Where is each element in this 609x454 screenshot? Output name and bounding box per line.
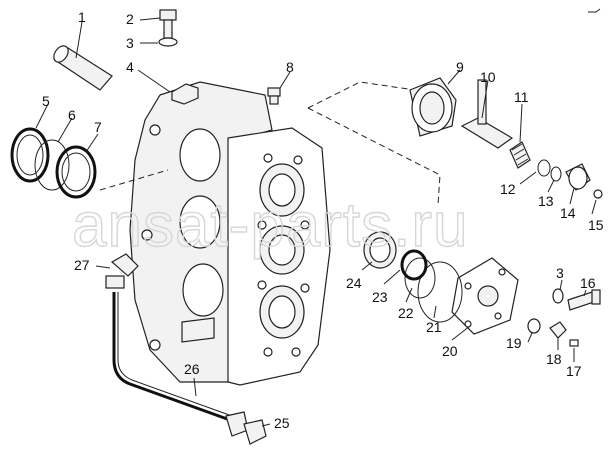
callout-8: 8 [286,59,294,75]
part-1-pin [53,45,113,91]
callout-3: 3 [126,35,134,51]
callout-4: 4 [126,59,134,75]
part-23-seal [400,249,428,281]
assembly-line-9 [307,81,416,109]
part-7-seal [55,145,97,199]
part-3-washer [158,37,178,47]
corner-mark [588,8,601,13]
part-5-seal [10,127,50,183]
part-17-screw [569,339,579,347]
callout-16: 16 [580,275,596,291]
part-22-ring [404,257,436,299]
part-24-seal [363,231,397,269]
callout-10: 10 [480,69,496,85]
callout-13: 13 [538,193,554,209]
assembly-line-7 [99,169,169,191]
callout-15: 15 [588,217,604,233]
callout-17: 17 [566,363,582,379]
callout-18: 18 [546,351,562,367]
callout-25: 25 [274,415,290,431]
callout-3b: 3 [556,265,564,281]
part-11-spring [509,141,531,169]
caliper-housing [129,81,331,386]
part-6-ring [34,139,70,191]
part-8-bleeder [267,87,281,105]
part-27-elbow [105,253,139,289]
part-2-bolt [159,9,177,39]
part-10-adjuster [460,79,514,149]
callout-12: 12 [500,181,516,197]
callout-21: 21 [426,319,442,335]
part-13-ring [550,166,562,182]
callout-24: 24 [346,275,362,291]
callout-20: 20 [442,343,458,359]
callout-23: 23 [372,289,388,305]
callout-14: 14 [560,205,576,221]
part-20-cover [451,257,519,335]
part-9-piston [409,77,457,137]
part-15-ball [593,189,603,199]
part-3b-washer [552,288,564,304]
watermark-text: ansat-parts.ru [72,191,469,260]
part-14-cap [565,163,591,191]
part-19-washer [527,318,541,334]
callout-22: 22 [398,305,414,321]
callout-5: 5 [42,93,50,109]
callout-2: 2 [126,11,134,27]
callout-27: 27 [74,257,90,273]
part-26-tube [112,292,231,422]
part-16-bolt [567,289,601,311]
callout-26: 26 [184,361,200,377]
callout-9: 9 [456,59,464,75]
part-18-nut [549,321,567,339]
callout-19: 19 [506,335,522,351]
callout-7: 7 [94,119,102,135]
part-12-ring [537,159,551,177]
part-21-ring [417,261,463,323]
part-25-fitting [225,411,267,445]
callout-11: 11 [514,89,529,105]
callout-1: 1 [78,9,86,25]
callout-6: 6 [68,107,76,123]
